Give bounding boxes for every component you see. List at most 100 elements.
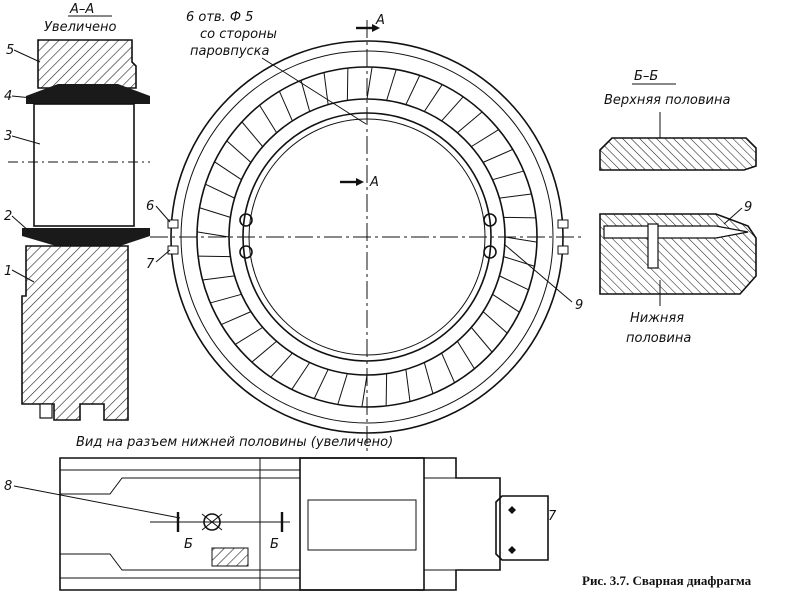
diaphragm-front-view: 6 отв. Ф 5 со стороны паровпуска А А 6 — [146, 10, 584, 452]
top-note-line1: 6 отв. Ф 5 — [186, 10, 253, 25]
section-aa-subtitle: Увеличено — [44, 20, 117, 35]
joint-insert — [211, 547, 249, 567]
section-bb-title: Б–Б — [634, 69, 658, 84]
leader-6 — [155, 205, 171, 223]
callout-2: 2 — [4, 209, 12, 224]
joint-chamfers — [60, 477, 300, 571]
blade-partition — [482, 148, 513, 163]
section-marker-top: А — [375, 13, 385, 28]
blade-partition — [196, 231, 230, 238]
blade-partition — [199, 207, 231, 218]
cut-marker-right: Б — [270, 537, 279, 552]
section-arrowhead-top — [372, 24, 380, 32]
lower-body-part — [21, 245, 129, 421]
blade-partition — [198, 255, 231, 258]
lower-half-label-1: Нижняя — [630, 311, 684, 326]
blade-partition — [504, 236, 538, 243]
dowel-pin — [647, 223, 659, 269]
blade-partition — [221, 311, 252, 326]
blade-partition — [366, 66, 373, 100]
blade-partition — [423, 84, 443, 112]
blade-partition — [210, 293, 242, 304]
right-key-top — [557, 219, 569, 229]
top-note-line2: со стороны — [200, 27, 277, 42]
blade-cells — [196, 66, 538, 408]
blade-partition — [492, 170, 524, 181]
lower-half-label-2: половина — [626, 331, 691, 346]
blade-partition — [361, 374, 368, 408]
blade-partition — [313, 369, 329, 399]
cut-marker-left: Б — [184, 537, 193, 552]
joint-outline — [59, 457, 501, 591]
blade-partition — [205, 183, 235, 199]
upper-half-section — [599, 137, 757, 171]
callout-3: 3 — [4, 129, 12, 144]
figure-caption: Рис. 3.7. Сварная диафрагма — [582, 573, 752, 588]
split-bolt-right-bottom — [483, 245, 497, 259]
blade-partition — [251, 340, 277, 363]
central-block — [299, 457, 425, 591]
leader-3 — [11, 135, 41, 145]
blade-partition — [386, 69, 397, 101]
section-marker-mid: А — [369, 175, 379, 190]
callout-6: 6 — [146, 199, 154, 214]
blade-partition — [270, 352, 293, 378]
section-arrowhead-mid — [356, 178, 364, 186]
lower-weld — [22, 228, 150, 246]
blade-partition — [482, 311, 508, 334]
split-bolt-left-top — [239, 213, 253, 227]
leader-9-section — [723, 207, 743, 225]
split-bolt-left-bottom — [239, 245, 253, 259]
joint-view: Вид на разъем нижней половины (увеличено… — [4, 435, 557, 591]
blade-partition — [499, 275, 529, 291]
leader-9-ring — [503, 243, 573, 303]
top-note-line3: паровпуска — [190, 44, 270, 59]
upper-half-label: Верхняя половина — [604, 93, 730, 108]
blade-partition — [337, 373, 348, 405]
leader-2 — [11, 215, 31, 233]
blade-partition — [323, 72, 329, 105]
blade-partition — [214, 161, 242, 181]
upper-weld — [26, 84, 150, 104]
blade-partition — [503, 256, 535, 267]
blade-partition — [234, 326, 263, 345]
blade-part — [33, 103, 135, 227]
leader-7-ring — [155, 249, 171, 263]
split-bolt-right-top — [483, 213, 497, 227]
upper-ring-part — [37, 39, 137, 89]
blade-partition — [226, 140, 252, 163]
view-title: Вид на разъем нижней половины (увеличено… — [76, 435, 393, 450]
blade-partition — [259, 104, 278, 133]
callout-9-section: 9 — [744, 200, 752, 215]
blade-partition — [471, 129, 500, 148]
section-aa-title: А–А — [69, 2, 94, 17]
leader-4 — [11, 95, 33, 99]
blade-partition — [499, 193, 532, 199]
blade-partition — [492, 293, 520, 313]
blade-partition — [423, 362, 434, 394]
blade-partition — [456, 341, 475, 370]
blade-partition — [241, 121, 264, 147]
blade-partition — [346, 68, 349, 101]
blade-partition — [405, 369, 411, 402]
blade-partition — [385, 373, 388, 406]
leader-1 — [11, 269, 35, 283]
blade-partition — [441, 96, 464, 122]
joint-key — [495, 495, 549, 561]
leader-5 — [13, 49, 41, 63]
key-bolt-marks — [508, 506, 516, 554]
blade-partition — [405, 75, 421, 105]
lower-body-groove — [39, 403, 53, 419]
blade-partition — [503, 216, 536, 219]
blade-partition — [278, 91, 293, 122]
leader-8 — [13, 485, 181, 519]
blade-partition — [291, 362, 311, 390]
blade-partition — [300, 80, 311, 112]
blade-partition — [470, 327, 493, 353]
top-note-leader — [261, 57, 367, 125]
callout-5: 5 — [6, 43, 14, 58]
section-aa-view: А–А Увеличено 5 4 3 2 1 — [4, 2, 150, 421]
section-bb-view: Б–Б Верхняя половина 9 Нижняя половина — [599, 69, 757, 346]
callout-7-ring: 7 — [146, 257, 155, 272]
callout-8: 8 — [4, 479, 12, 494]
